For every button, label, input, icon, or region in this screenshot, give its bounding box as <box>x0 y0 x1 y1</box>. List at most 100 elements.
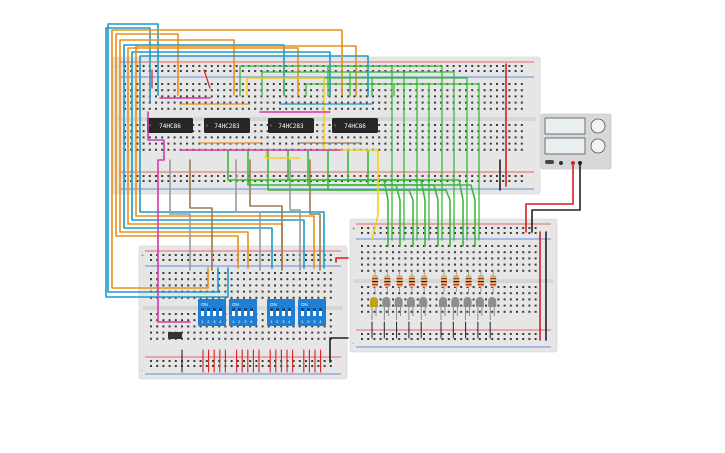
led-body[interactable] <box>475 297 484 307</box>
wire-green[interactable] <box>393 83 480 241</box>
power-switch[interactable] <box>545 160 554 164</box>
dip-toggle[interactable] <box>319 308 322 316</box>
terminal-negative[interactable] <box>578 161 582 165</box>
resistor[interactable] <box>372 270 378 292</box>
wire-blue[interactable] <box>107 23 219 293</box>
resistor[interactable] <box>477 270 484 292</box>
dip-toggle[interactable] <box>313 308 316 316</box>
wire-green[interactable] <box>327 65 443 241</box>
dip-switch-body[interactable] <box>298 299 326 326</box>
resistor[interactable] <box>384 270 391 292</box>
led[interactable] <box>406 297 415 320</box>
dip-switch-body[interactable] <box>229 299 257 326</box>
dip-toggle[interactable] <box>219 308 222 316</box>
resistor[interactable] <box>465 270 472 292</box>
wire-green[interactable] <box>305 83 430 241</box>
wire-green[interactable] <box>327 149 451 247</box>
wire-black[interactable] <box>531 164 581 233</box>
wire-magenta[interactable] <box>147 111 191 323</box>
led[interactable] <box>463 297 472 320</box>
ic-chip-body[interactable] <box>332 118 378 133</box>
dip-toggle[interactable] <box>207 308 210 316</box>
led-body[interactable] <box>382 297 391 307</box>
dip-toggle[interactable] <box>238 308 241 316</box>
led[interactable] <box>488 297 497 320</box>
dip-toggle[interactable] <box>270 308 273 316</box>
terminal-ground[interactable] <box>559 161 563 165</box>
power-supply[interactable] <box>540 113 612 170</box>
wire-brown[interactable] <box>189 159 213 271</box>
wire-green[interactable] <box>367 149 476 247</box>
led-body[interactable] <box>451 297 460 307</box>
led-body[interactable] <box>419 297 428 307</box>
dip-toggle[interactable] <box>213 308 216 316</box>
wire-red[interactable] <box>525 164 574 233</box>
led-body[interactable] <box>463 297 472 307</box>
resistor[interactable] <box>421 270 428 292</box>
led[interactable] <box>451 297 460 320</box>
wire-orange[interactable] <box>111 29 343 289</box>
wire-grey[interactable] <box>235 159 261 271</box>
wire-brown[interactable] <box>309 159 321 271</box>
ic-chip[interactable]: 74HC86 <box>147 118 193 133</box>
wire-orange[interactable] <box>135 45 357 269</box>
ic-chip[interactable]: 74HC283 <box>268 118 314 133</box>
wire-blue[interactable] <box>139 55 369 269</box>
dip-switch-body[interactable] <box>198 299 226 326</box>
wire-black[interactable] <box>329 337 349 363</box>
led[interactable] <box>439 297 447 320</box>
wire-orange[interactable] <box>119 39 249 269</box>
dip-toggle[interactable] <box>232 308 235 316</box>
dip-toggle[interactable] <box>250 308 253 316</box>
led-body[interactable] <box>488 297 497 307</box>
wire-green[interactable] <box>261 71 405 241</box>
wire-green[interactable] <box>239 65 393 241</box>
dip-toggle[interactable] <box>288 308 291 316</box>
wire-green[interactable] <box>349 71 455 241</box>
ic-chip[interactable]: 74HC86 <box>332 118 378 133</box>
dip-toggle[interactable] <box>307 308 310 316</box>
resistor[interactable] <box>441 270 447 292</box>
led[interactable] <box>370 297 378 320</box>
led-body[interactable] <box>394 297 403 307</box>
dip-toggle[interactable] <box>201 308 204 316</box>
wire-red[interactable] <box>335 257 349 263</box>
dip-toggle[interactable] <box>282 308 285 316</box>
resistor[interactable] <box>396 270 403 292</box>
led[interactable] <box>419 297 428 320</box>
terminal-positive[interactable] <box>571 161 575 165</box>
wire-orange[interactable] <box>115 33 239 269</box>
wire-green[interactable] <box>347 149 464 247</box>
led[interactable] <box>382 297 391 320</box>
wire-green[interactable] <box>371 77 468 241</box>
wire-brown[interactable] <box>249 159 283 271</box>
led-body[interactable] <box>370 297 378 307</box>
dip-toggle[interactable] <box>244 308 247 316</box>
led[interactable] <box>394 297 403 320</box>
dip-toggle[interactable] <box>276 308 279 316</box>
wire-grey[interactable] <box>169 159 191 271</box>
dip-switch-body[interactable] <box>267 299 295 326</box>
ic-chip[interactable]: 74HC283 <box>204 118 250 133</box>
wire-blue[interactable] <box>123 44 285 269</box>
wire-red[interactable] <box>203 69 211 89</box>
voltage-knob[interactable] <box>590 118 606 134</box>
resistor[interactable] <box>453 270 460 292</box>
led-body[interactable] <box>406 297 415 307</box>
led-body[interactable] <box>439 297 447 307</box>
dip-toggle[interactable] <box>301 308 304 316</box>
resistor[interactable] <box>408 270 415 292</box>
ic-chip-body[interactable] <box>268 118 314 133</box>
wire-yellow[interactable] <box>265 149 301 159</box>
ic-chip-body[interactable] <box>147 118 193 133</box>
ic-chip-body[interactable] <box>204 118 250 133</box>
push-button[interactable] <box>168 332 182 339</box>
current-knob[interactable] <box>590 138 606 154</box>
wire-blue[interactable] <box>131 51 331 269</box>
led[interactable] <box>475 297 484 320</box>
